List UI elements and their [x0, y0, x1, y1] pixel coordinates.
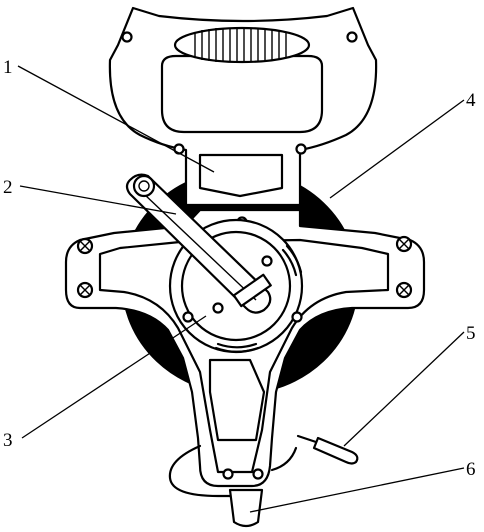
crank-arm	[125, 173, 272, 314]
callout-labels: 1 2 3 4 5 6	[3, 57, 476, 480]
tape-pull-ring	[168, 444, 250, 498]
label-2: 2	[3, 177, 13, 198]
label-4: 4	[466, 90, 476, 111]
leader-lines	[17, 65, 465, 513]
crank-knob	[132, 174, 156, 198]
corner-screws	[76, 235, 413, 299]
label-5: 5	[466, 323, 476, 344]
label-plate	[198, 153, 284, 198]
label-3: 3	[3, 430, 13, 451]
label-1: 1	[3, 57, 13, 78]
handle	[108, 6, 378, 207]
label-6: 6	[466, 459, 476, 480]
grip-ribs	[194, 28, 287, 62]
tape-end-hook	[228, 488, 264, 528]
tape-probe	[296, 434, 359, 465]
